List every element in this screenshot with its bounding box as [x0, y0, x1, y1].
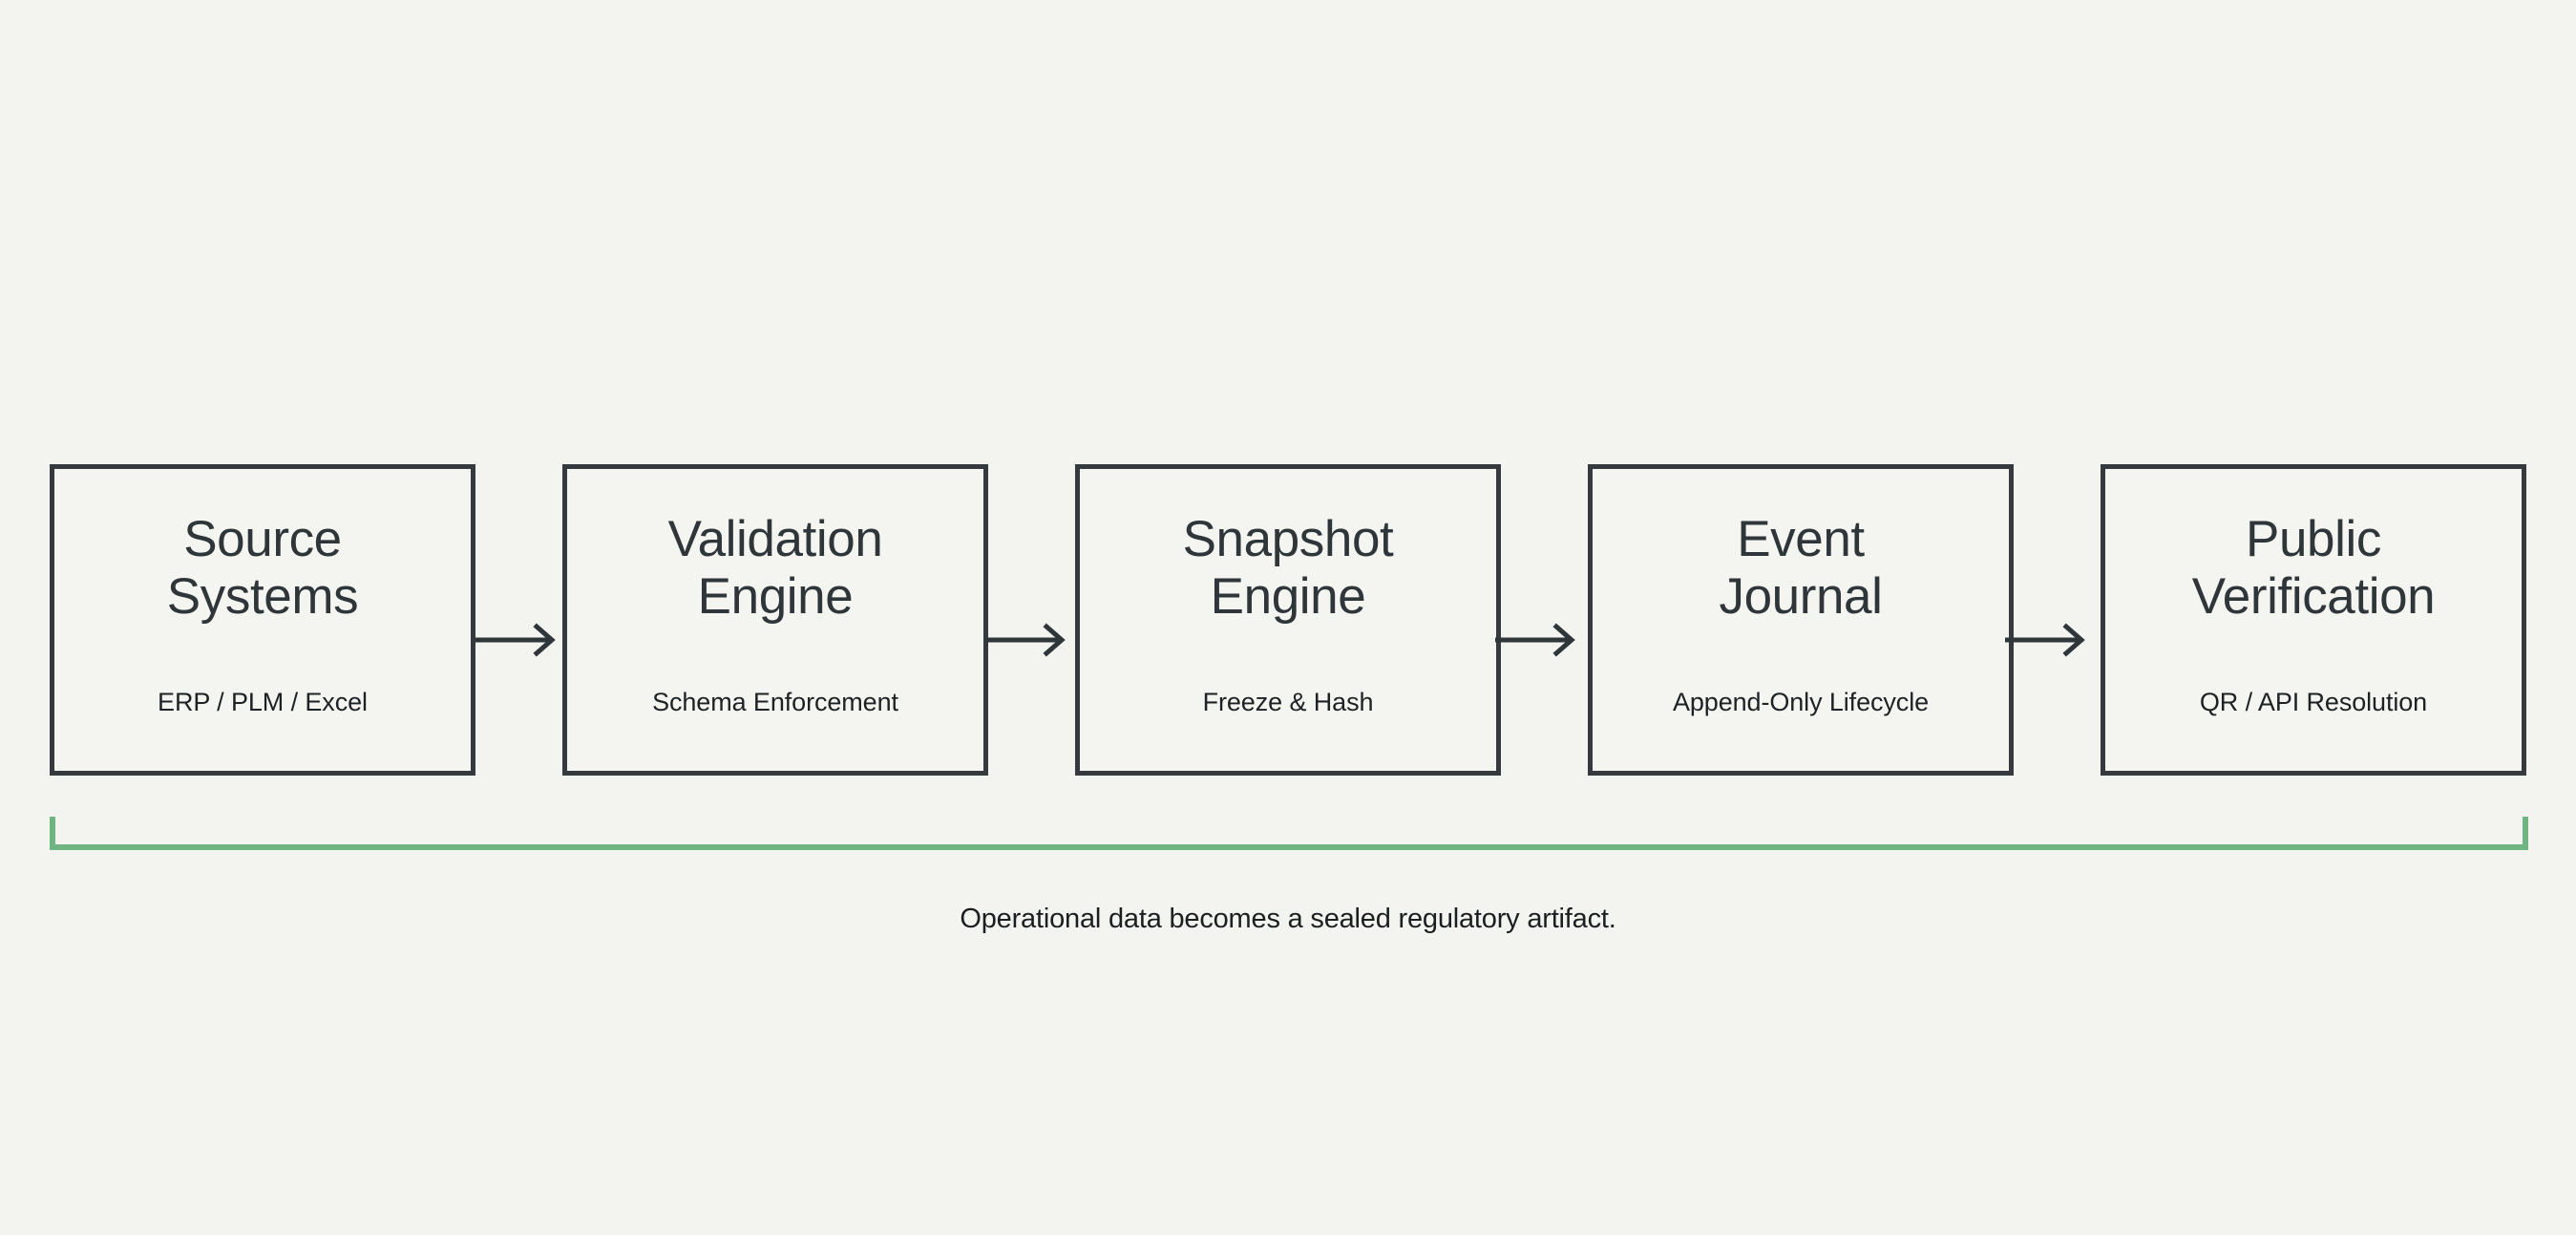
pipeline-node-source-systems[interactable]: Source Systems ERP / PLM / Excel	[50, 464, 475, 776]
node-subtitle: ERP / PLM / Excel	[158, 688, 368, 716]
node-subtitle: Schema Enforcement	[652, 688, 898, 716]
pipeline-node-snapshot-engine[interactable]: Snapshot Engine Freeze & Hash	[1075, 464, 1501, 776]
node-title: Public Verification	[2191, 511, 2436, 625]
node-title: Event Journal	[1719, 511, 1883, 625]
node-subtitle: Append-Only Lifecycle	[1672, 688, 1930, 716]
node-title: Snapshot Engine	[1182, 511, 1394, 625]
span-bracket-icon	[50, 814, 2528, 852]
pipeline-row: Source Systems ERP / PLM / Excel Validat…	[50, 464, 2526, 776]
pipeline-node-validation-engine[interactable]: Validation Engine Schema Enforcement	[562, 464, 988, 776]
node-subtitle: QR / API Resolution	[2199, 688, 2428, 716]
node-subtitle: Freeze & Hash	[1202, 688, 1374, 716]
pipeline-node-event-journal[interactable]: Event Journal Append-Only Lifecycle	[1588, 464, 2014, 776]
node-title: Validation Engine	[667, 511, 883, 625]
diagram-caption: Operational data becomes a sealed regula…	[960, 904, 1616, 934]
span-bracket	[50, 814, 2528, 852]
pipeline-node-public-verification[interactable]: Public Verification QR / API Resolution	[2101, 464, 2526, 776]
node-title: Source Systems	[166, 511, 359, 625]
